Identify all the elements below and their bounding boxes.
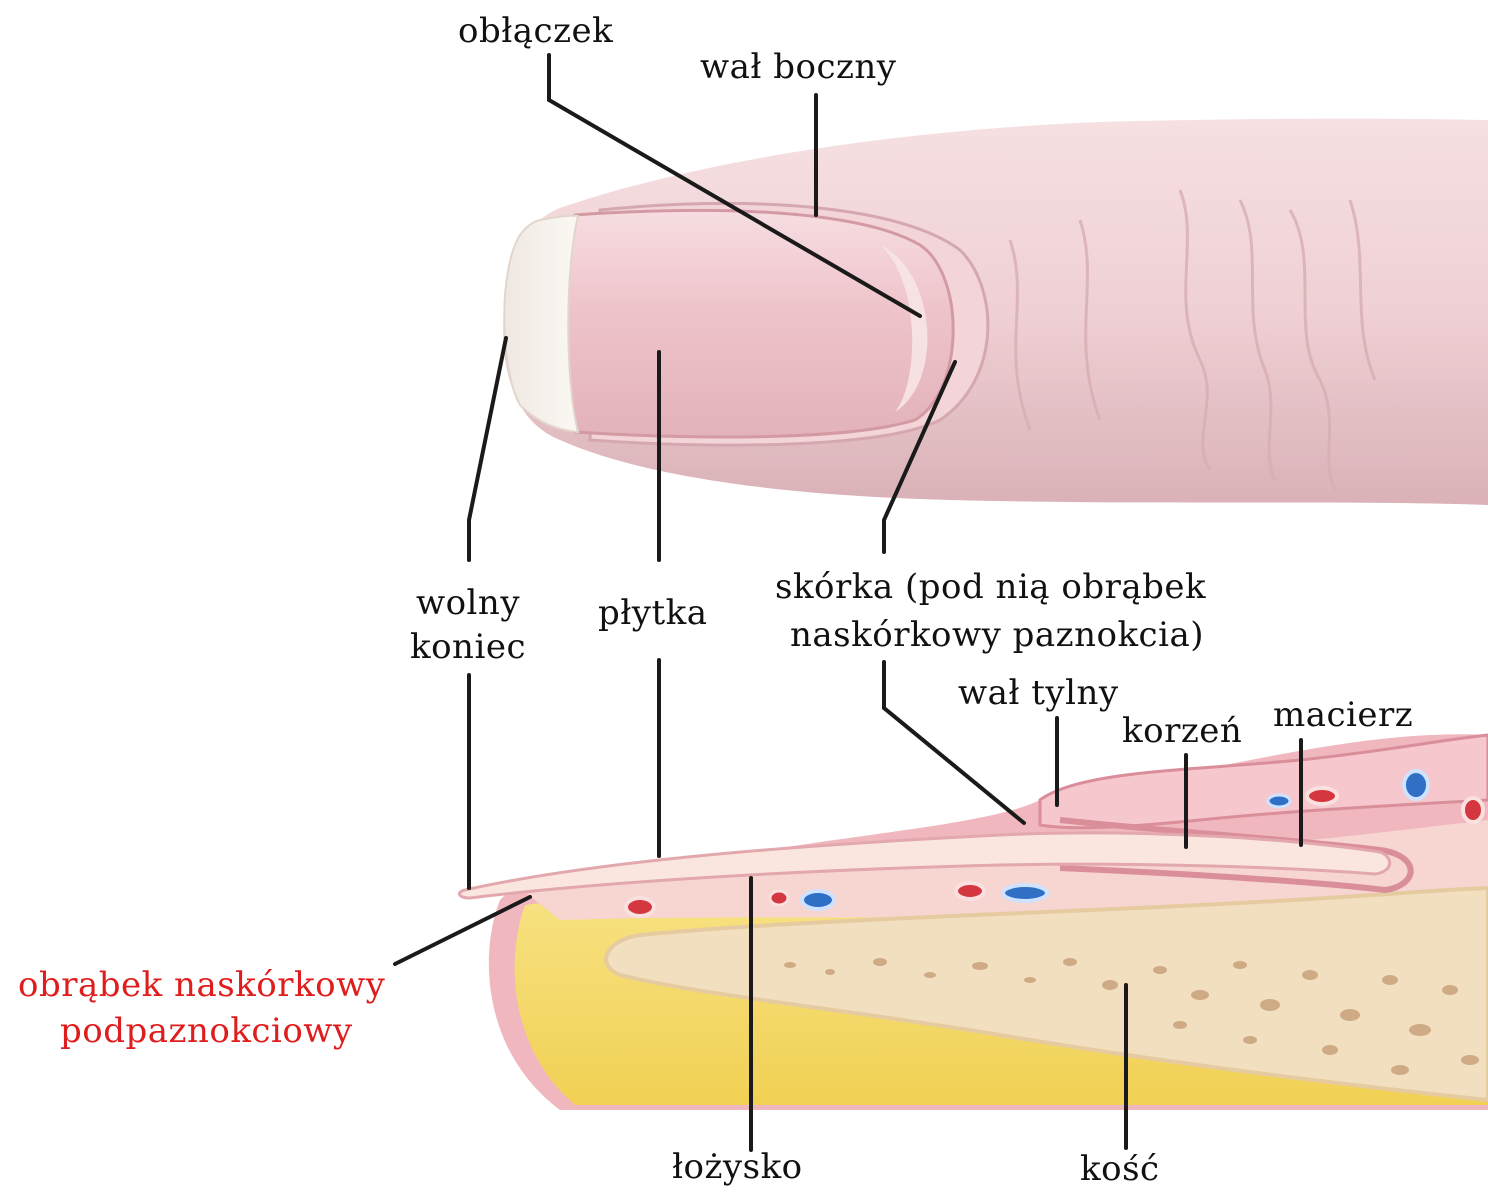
- artery-3: [956, 883, 984, 899]
- vein-3: [1268, 795, 1290, 807]
- vein-1: [802, 891, 834, 909]
- finger-external-view: [503, 119, 1488, 505]
- cross-section-view: [459, 734, 1488, 1110]
- label-skorka-line2: naskórkowy paznokcia): [790, 612, 1204, 658]
- vein-4: [1404, 771, 1428, 799]
- nail-plate: [564, 210, 953, 437]
- label-obrabek-line2: podpaznokciowy: [60, 1008, 353, 1054]
- artery-2: [770, 891, 788, 905]
- label-macierz: macierz: [1273, 692, 1413, 738]
- leader-wolny-koniec-top: [469, 338, 506, 560]
- free-edge: [504, 216, 578, 432]
- label-wolny-koniec-line2: koniec: [393, 624, 543, 670]
- label-kosc: kość: [1080, 1146, 1160, 1192]
- label-skorka-line1: skórka (pod nią obrąbek: [775, 564, 1206, 610]
- label-oblaczek: obłączek: [458, 8, 613, 54]
- label-obrabek-line1: obrąbek naskórkowy: [18, 962, 385, 1008]
- label-wolny-koniec-line1: wolny: [398, 580, 538, 626]
- label-korzen: korzeń: [1122, 708, 1242, 754]
- artery-5: [1463, 798, 1483, 822]
- artery-1: [626, 898, 654, 916]
- label-lozysko: łożysko: [672, 1144, 803, 1190]
- label-wal-boczny: wał boczny: [700, 44, 897, 90]
- label-plytka: płytka: [598, 590, 708, 636]
- vein-2: [1003, 885, 1047, 901]
- label-wal-tylny: wał tylny: [958, 670, 1119, 716]
- artery-4: [1307, 788, 1337, 804]
